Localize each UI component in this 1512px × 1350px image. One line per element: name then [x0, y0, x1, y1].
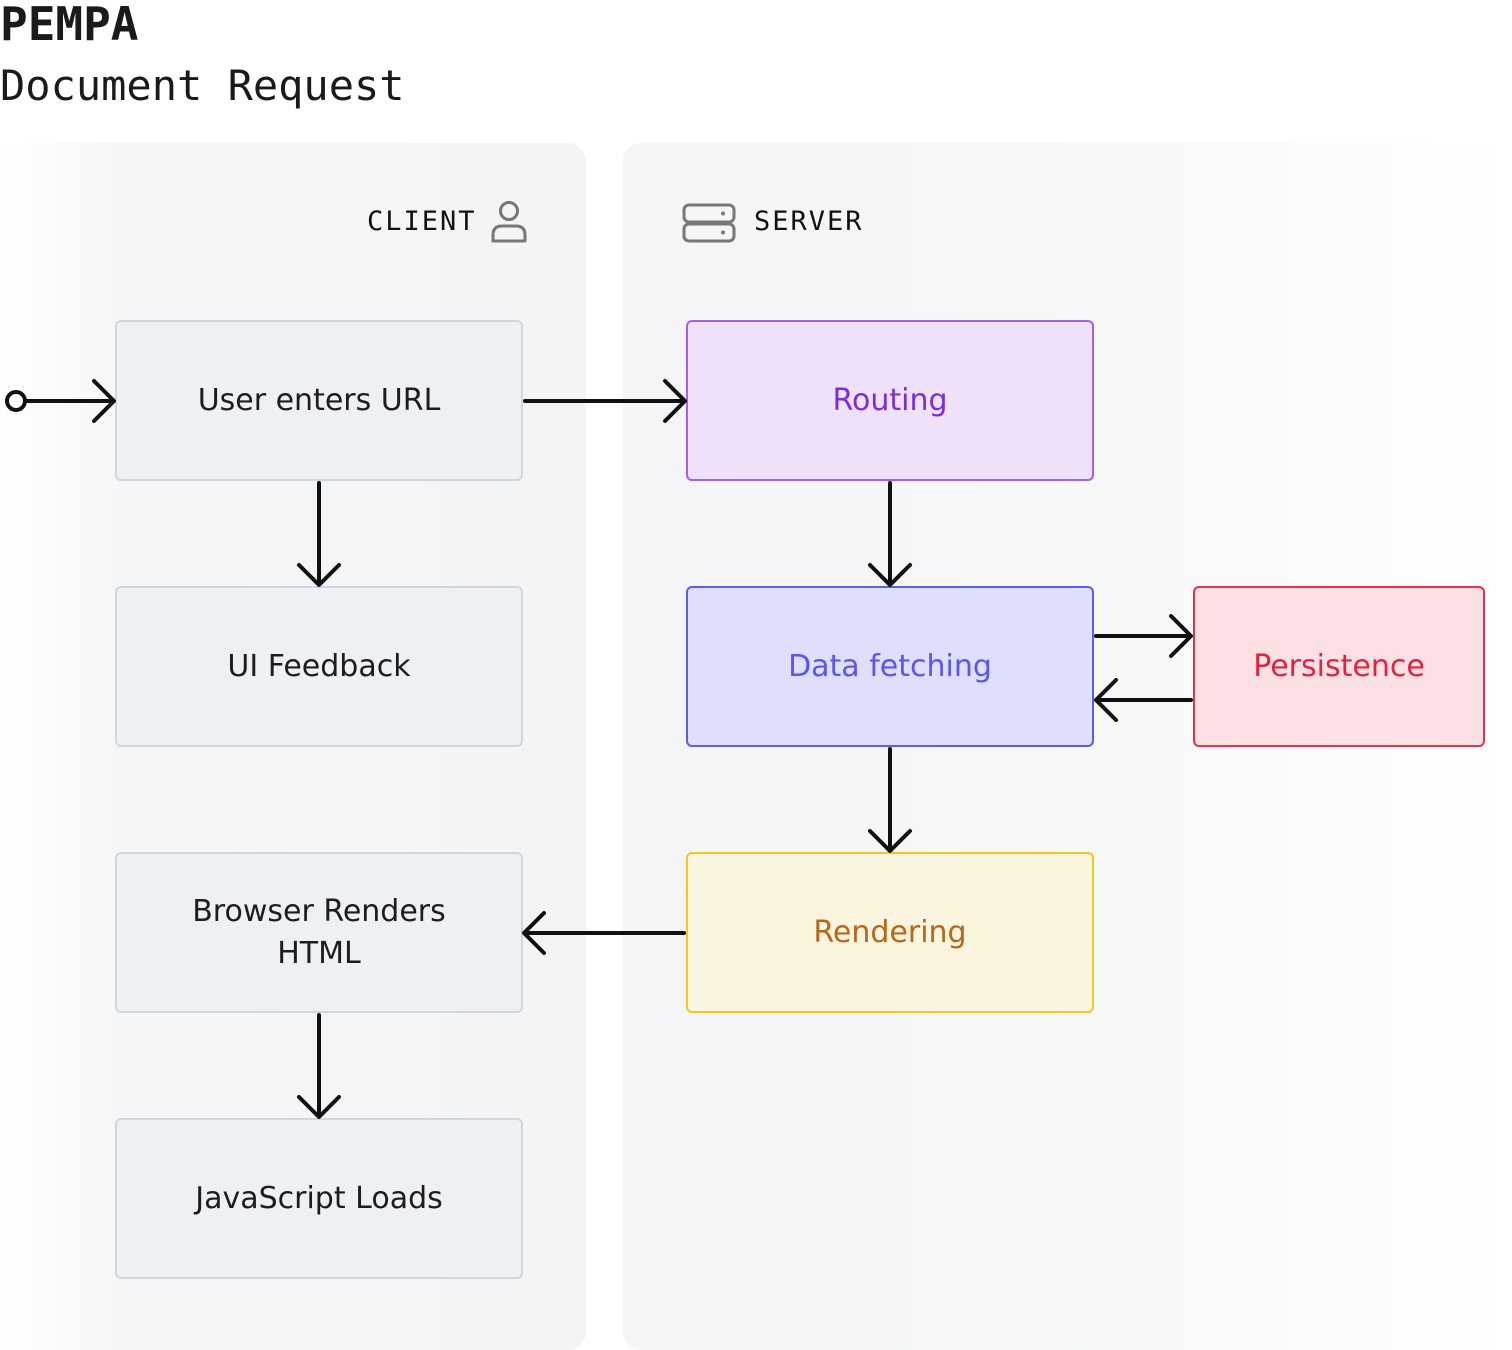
- node-label: JavaScript Loads: [195, 1180, 443, 1216]
- edge-data-fetching-to-persistence: [1094, 614, 1193, 658]
- edge-routing-to-data-fetching: [868, 481, 912, 587]
- edge-data-fetching-to-rendering: [868, 747, 912, 853]
- edge-persistence-to-data-fetching: [1094, 678, 1193, 722]
- node-label: Rendering: [813, 914, 967, 950]
- node-javascript-loads: JavaScript Loads: [115, 1118, 523, 1279]
- node-rendering: Rendering: [686, 852, 1094, 1013]
- node-label: User enters URL: [197, 382, 441, 418]
- diagram-title: PEMPA: [0, 0, 139, 51]
- user-icon: [491, 201, 527, 243]
- node-routing: Routing: [686, 320, 1094, 481]
- edge-user-enters-url-to-routing: [523, 379, 687, 423]
- node-user-enters-url: User enters URL: [115, 320, 523, 481]
- node-label: Browser Renders HTML: [192, 893, 446, 971]
- edge-browser-renders-html-to-javascript-loads: [297, 1013, 341, 1119]
- node-data-fetching: Data fetching: [686, 586, 1094, 747]
- edge-user-enters-url-to-ui-feedback: [297, 481, 341, 587]
- client-lane-label: CLIENT: [367, 206, 477, 237]
- edge-start-to-user-enters-url: [5, 379, 116, 423]
- node-label: Routing: [832, 382, 948, 418]
- server-lane-label: SERVER: [754, 206, 864, 237]
- edge-rendering-to-browser-renders-html: [522, 911, 686, 955]
- node-label: Data fetching: [788, 648, 992, 684]
- node-ui-feedback: UI Feedback: [115, 586, 523, 747]
- node-persistence: Persistence: [1193, 586, 1485, 747]
- node-browser-renders-html: Browser Renders HTML: [115, 852, 523, 1013]
- server-icon: [682, 203, 736, 243]
- diagram-subtitle: Document Request: [0, 61, 405, 110]
- node-label: Persistence: [1253, 648, 1425, 684]
- node-label: UI Feedback: [227, 648, 411, 684]
